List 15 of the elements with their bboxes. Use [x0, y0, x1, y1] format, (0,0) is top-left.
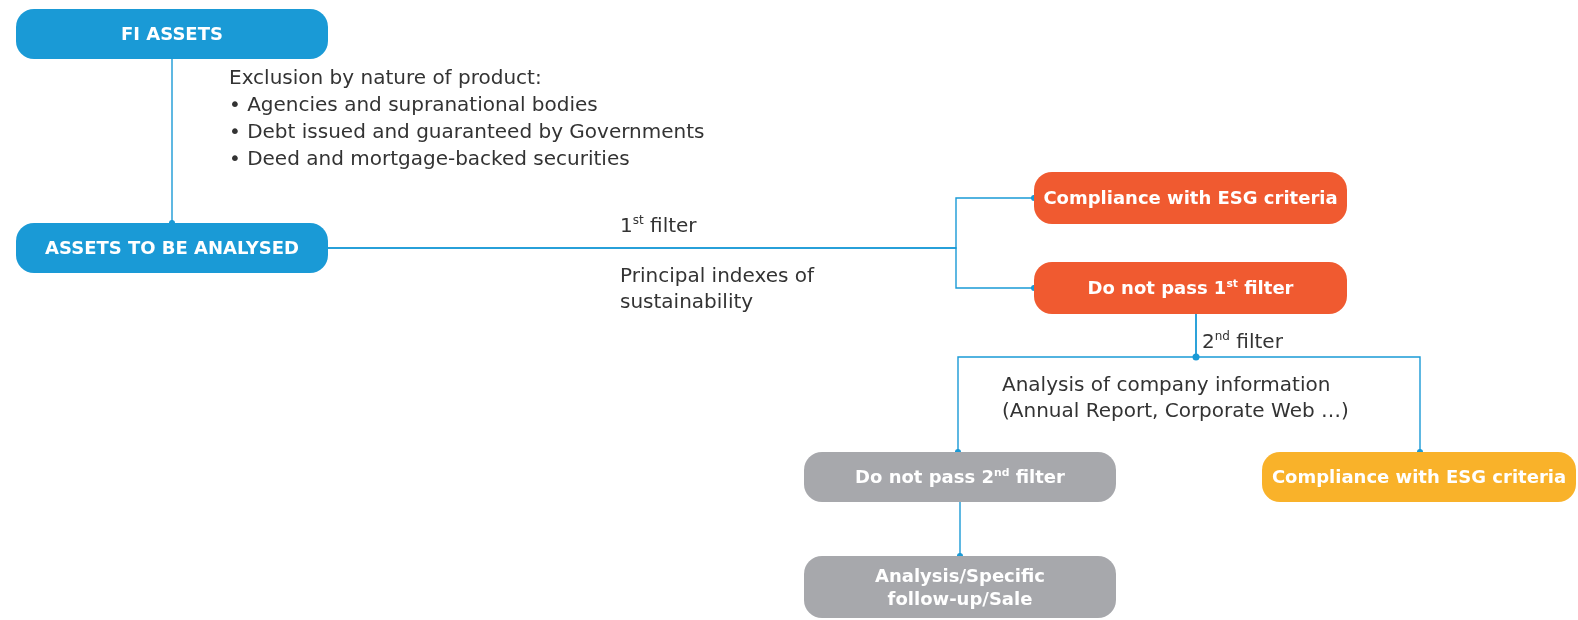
process-box: Do not pass 2$^{nd}$ filter	[804, 452, 1116, 502]
annotation-text: • Agencies and supranational bodies	[229, 91, 599, 117]
process-box: Analysis/Specific follow-up/Sale	[804, 556, 1116, 618]
annotation-text: Exclusion by nature of product:	[229, 64, 543, 90]
annotation-text: 2$^{nd}$ filter	[1202, 328, 1284, 354]
annotation-text: Principal indexes of sustainability	[620, 262, 816, 314]
annotation-text: • Deed and mortgage-backed securities	[229, 145, 631, 171]
process-box: ASSETS TO BE ANALYSED	[16, 223, 328, 273]
process-box: FI ASSETS	[16, 9, 328, 59]
process-box: Do not pass 1$^{st}$ filter	[1034, 262, 1347, 314]
annotation-text: Analysis of company information (Annual Report, Corporate Web …)	[1002, 371, 1350, 423]
process-box: Compliance with ESG criteria	[1262, 452, 1576, 502]
annotation-text: • Debt issued and guaranteed by Governments	[229, 118, 706, 144]
annotation-text: 1$^{st}$ filter	[620, 212, 698, 238]
process-box: Compliance with ESG criteria	[1034, 172, 1347, 224]
